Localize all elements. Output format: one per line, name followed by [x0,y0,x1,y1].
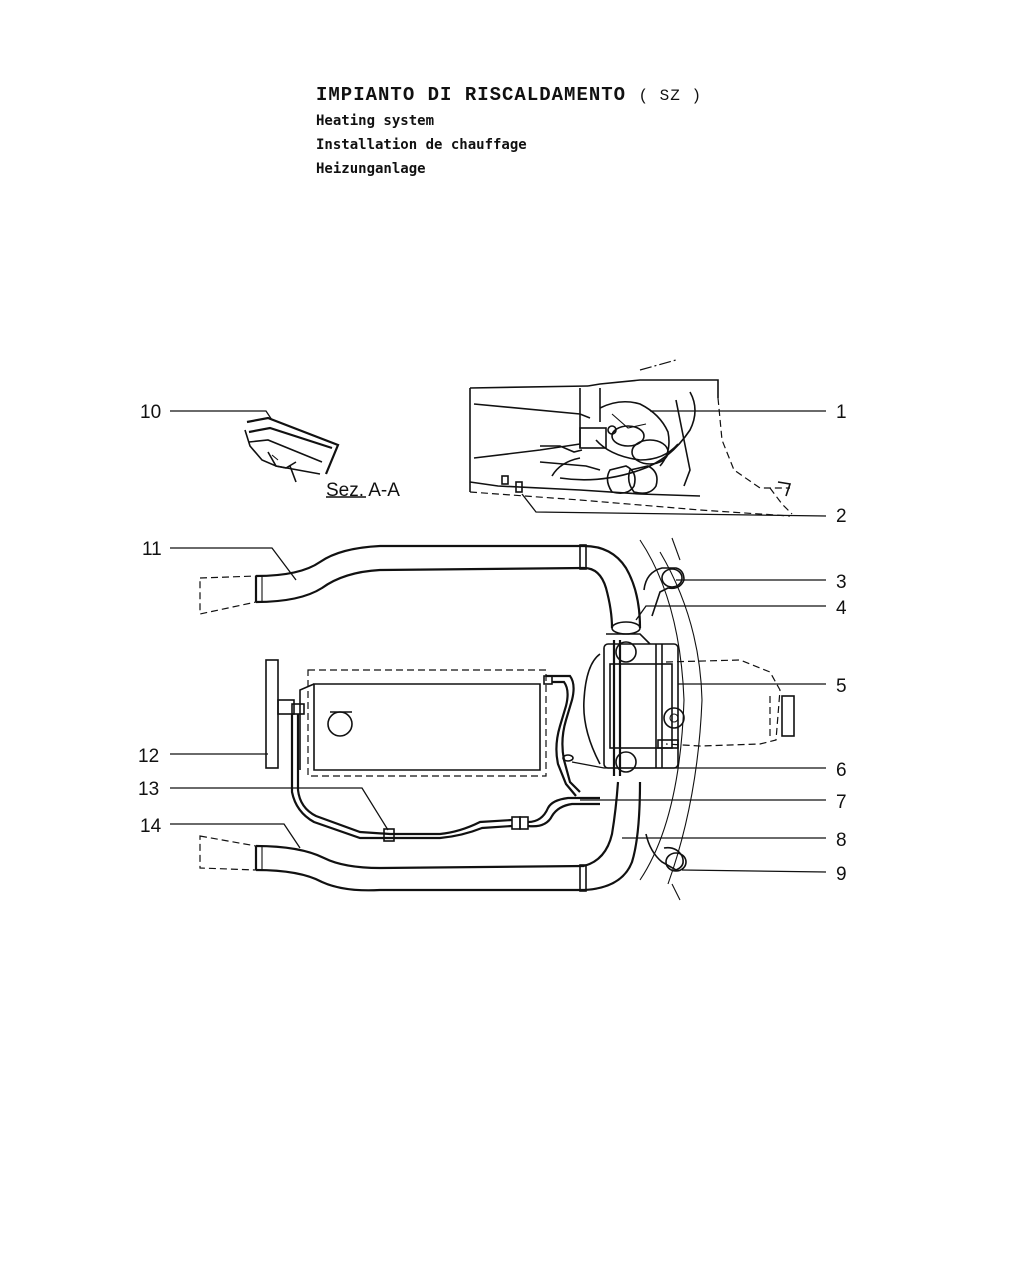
leader-14 [170,823,301,849]
section-detail-10: Sez. A-A [244,416,400,501]
leader-2 [521,493,827,517]
callout-numbers: 1 2 3 4 5 6 7 8 9 10 11 12 13 14 [138,402,847,885]
callout-12: 12 [138,746,159,767]
callout-8: 8 [836,830,847,851]
callout-10: 10 [140,402,161,423]
leader-11 [170,547,297,581]
leader-9 [681,869,827,873]
leader-10 [170,410,273,421]
title-italian: IMPIANTO DI RISCALDAMENTO ( SZ ) [316,82,702,109]
callout-3: 3 [836,572,847,593]
leader-6 [571,761,826,769]
callout-9: 9 [836,864,847,885]
callout-1: 1 [836,402,847,423]
leader-13 [170,787,389,831]
section-label: Sez. A-A [326,480,400,501]
title-block: IMPIANTO DI RISCALDAMENTO ( SZ ) Heating… [316,82,702,181]
callout-5: 5 [836,676,847,697]
callout-13: 13 [138,779,159,800]
callout-11: 11 [142,539,162,560]
title-main-text: IMPIANTO DI RISCALDAMENTO [316,84,627,106]
callout-6: 6 [836,760,847,781]
top-engine-bay-view [469,359,793,517]
callout-7: 7 [836,792,847,813]
callout-4: 4 [836,598,847,619]
callout-2: 2 [836,506,847,527]
title-french: Installation de chauffage [316,137,527,153]
callout-14: 14 [140,816,162,837]
title-english: Heating system [316,113,435,129]
leader-4 [635,605,826,621]
title-german: Heizunganlage [316,161,426,177]
leader-lines [170,410,827,873]
main-plan-view [199,537,795,901]
title-variant: ( SZ ) [638,87,703,105]
